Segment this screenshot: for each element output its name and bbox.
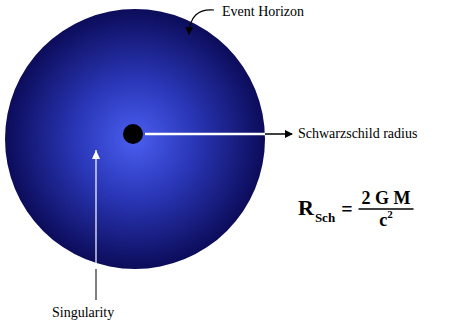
formula-symbol: R bbox=[298, 197, 314, 219]
singularity-dot bbox=[123, 124, 143, 144]
singularity-leader-inner bbox=[95, 150, 96, 269]
formula-equals: = bbox=[341, 199, 352, 219]
singularity-leader bbox=[96, 269, 97, 300]
formula-numerator: 2 G M bbox=[362, 189, 411, 207]
singularity-label: Singularity bbox=[52, 306, 114, 320]
horizon-label: Event Horizon bbox=[222, 5, 304, 19]
radius-label: Schwarzschild radius bbox=[298, 127, 417, 141]
singularity-arrowhead bbox=[92, 150, 100, 159]
formula-exponent: 2 bbox=[387, 209, 393, 220]
horizon-arrow bbox=[189, 10, 214, 34]
event-horizon-disk bbox=[5, 9, 265, 269]
fraction-bar bbox=[359, 208, 414, 210]
formula-subscript: Sch bbox=[315, 211, 335, 224]
formula-denominator: c bbox=[379, 211, 387, 229]
radius-line bbox=[145, 133, 265, 136]
radius-arrow bbox=[265, 133, 292, 135]
